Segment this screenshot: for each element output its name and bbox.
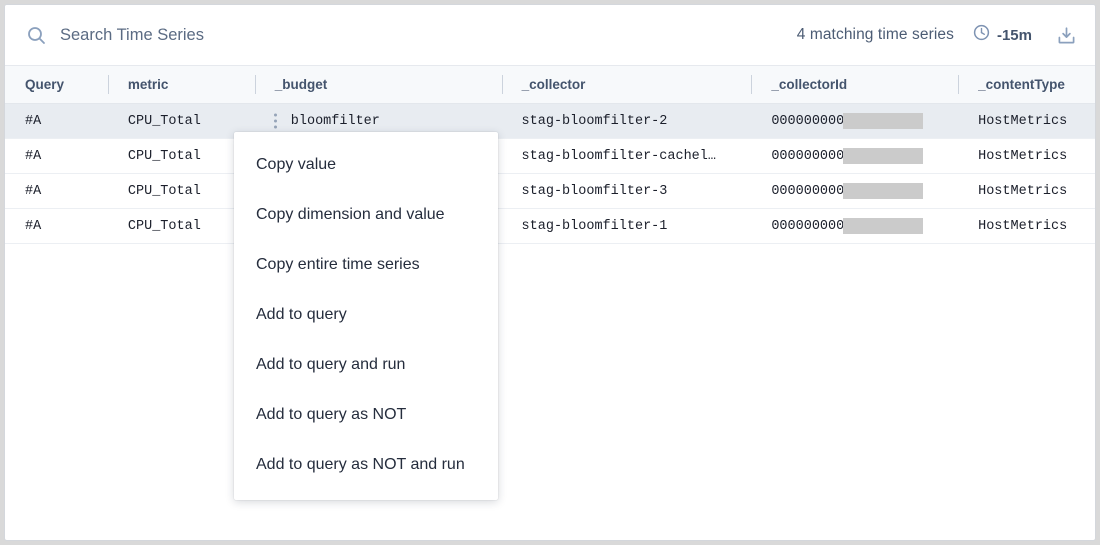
cell-collector[interactable]: stag-bloomfilter-cachel… [521, 148, 716, 164]
menu-item-copy-value[interactable]: Copy value [256, 156, 337, 173]
menu-item-copy-dimension-and-value[interactable]: Copy dimension and value [256, 206, 445, 223]
table-row[interactable]: #A CPU_Total stag-bloomfilter-1 00000000… [5, 209, 1095, 244]
cell-contenttype[interactable]: HostMetrics [978, 148, 1068, 164]
time-series-search-panel: 4 matching time series -15m [4, 4, 1096, 541]
cell-metric[interactable]: CPU_Total [127, 113, 201, 129]
cell-collectorid[interactable]: 000000000 [751, 104, 958, 138]
search-bar[interactable] [27, 25, 797, 45]
cell-contenttype[interactable]: HostMetrics [978, 218, 1068, 234]
column-header-budget[interactable]: _budget [254, 66, 502, 103]
redaction-block [843, 218, 924, 234]
time-series-table: Query metric _budget _collector _collect… [5, 66, 1095, 244]
cell-collector[interactable]: stag-bloomfilter-3 [521, 183, 668, 199]
column-header-contenttype[interactable]: _contentType [958, 66, 1095, 103]
cell-collectorid[interactable]: 000000000 [751, 209, 958, 243]
search-icon [27, 26, 46, 45]
cell-collectorid-value: 000000000 [771, 183, 845, 199]
table-header-row: Query metric _budget _collector _collect… [5, 66, 1095, 104]
redaction-block [843, 113, 924, 129]
cell-collectorid[interactable]: 000000000 [751, 139, 958, 173]
cell-contenttype[interactable]: HostMetrics [978, 183, 1068, 199]
header-actions: 4 matching time series -15m [797, 20, 1081, 50]
cell-metric[interactable]: CPU_Total [127, 218, 201, 234]
menu-item-add-to-query[interactable]: Add to query [256, 306, 347, 323]
menu-item-copy-entire-time-series[interactable]: Copy entire time series [256, 256, 420, 273]
table-row[interactable]: #A CPU_Total stag-bloomfilter-cachel… 00… [5, 139, 1095, 174]
menu-item-add-to-query-as-not[interactable]: Add to query as NOT [256, 406, 407, 423]
cell-collector[interactable]: stag-bloomfilter-1 [521, 218, 668, 234]
cell-collectorid[interactable]: 000000000 [751, 174, 958, 208]
row-actions-kebab-icon[interactable] [269, 111, 282, 132]
table-row[interactable]: #A CPU_Total bloomfilter stag-bloomfilte… [5, 104, 1095, 139]
cell-budget-value: bloomfilter [290, 113, 380, 129]
cell-collectorid-value: 000000000 [771, 148, 845, 164]
column-header-query[interactable]: Query [25, 77, 65, 92]
menu-item-add-to-query-and-run[interactable]: Add to query and run [256, 356, 406, 373]
clock-icon [973, 24, 990, 46]
cell-metric[interactable]: CPU_Total [127, 183, 201, 199]
download-icon[interactable] [1051, 20, 1081, 50]
matching-series-count: 4 matching time series [796, 26, 954, 43]
cell-collectorid-value: 000000000 [771, 113, 845, 129]
cell-collector[interactable]: stag-bloomfilter-2 [521, 113, 668, 129]
panel-header: 4 matching time series -15m [5, 5, 1095, 66]
column-header-collector[interactable]: _collector [501, 66, 752, 103]
cell-budget[interactable]: bloomfilter [255, 104, 502, 138]
cell-query[interactable]: #A [25, 218, 42, 234]
column-header-metric[interactable]: metric [107, 66, 255, 103]
column-header-collectorid[interactable]: _collectorId [751, 66, 958, 103]
time-range-label: -15m [996, 26, 1032, 44]
cell-metric[interactable]: CPU_Total [127, 148, 201, 164]
time-range-selector[interactable]: -15m [973, 24, 1032, 46]
cell-contenttype[interactable]: HostMetrics [978, 113, 1068, 129]
cell-query[interactable]: #A [25, 183, 42, 199]
table-row[interactable]: #A CPU_Total stag-bloomfilter-3 00000000… [5, 174, 1095, 209]
redaction-block [843, 148, 924, 164]
menu-item-add-to-query-as-not-and-run[interactable]: Add to query as NOT and run [256, 456, 465, 473]
cell-collectorid-value: 000000000 [771, 218, 845, 234]
cell-query[interactable]: #A [25, 113, 42, 129]
row-context-menu: Copy value Copy dimension and value Copy… [234, 132, 498, 500]
cell-query[interactable]: #A [25, 148, 42, 164]
search-input[interactable] [60, 25, 480, 45]
redaction-block [843, 183, 924, 199]
